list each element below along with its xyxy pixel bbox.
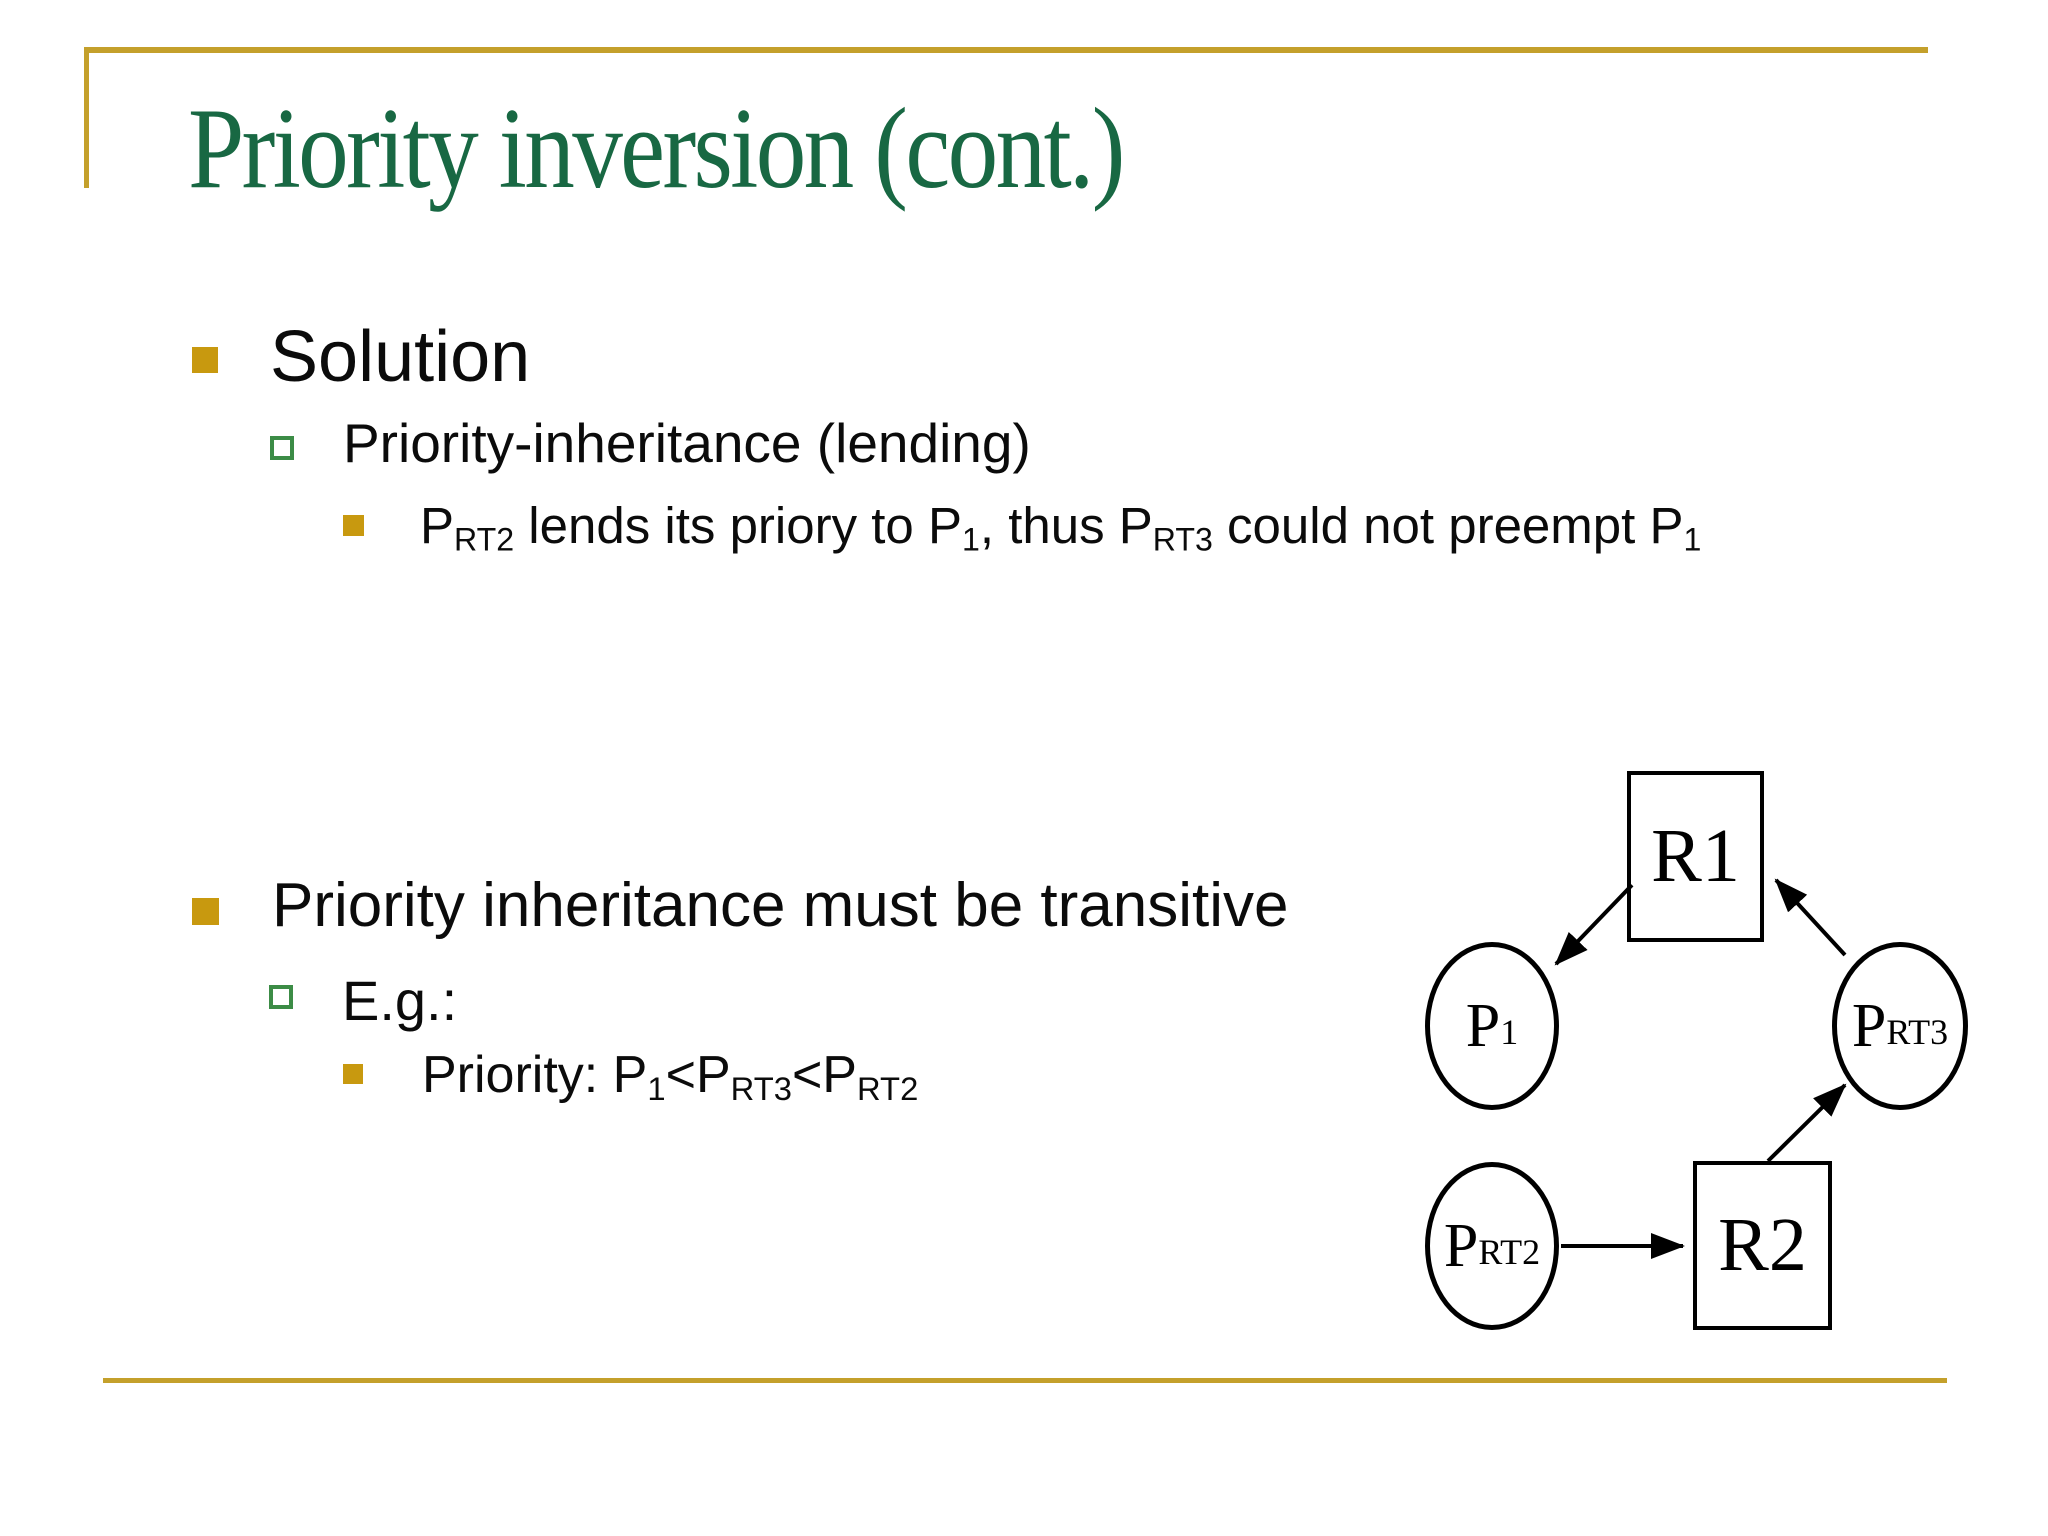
section2-detail: Priority: P1<PRT3<PRT2: [422, 1046, 919, 1107]
diagram-node-r2: R2: [1693, 1161, 1832, 1330]
node-r1-label: R1: [1651, 814, 1740, 898]
node-p1-subscript: 1: [1500, 1012, 1519, 1053]
node-p1-label: P: [1465, 991, 1501, 1060]
arrow-r2-to-prt3: [1766, 1083, 1847, 1163]
bullet-small-square-icon: [343, 1064, 363, 1084]
node-prt3-label: P: [1851, 991, 1887, 1060]
arrow-prt3-to-r1: [1774, 878, 1847, 957]
node-prt2-label: P: [1443, 1211, 1479, 1280]
top-border-line: [84, 47, 1928, 53]
diagram-node-r1: R1: [1627, 771, 1764, 942]
section1-detail: PRT2 lends its priory to P1, thus PRT3 c…: [420, 497, 1702, 558]
bullet-square-icon: [192, 347, 218, 373]
node-prt2-subscript: RT2: [1478, 1232, 1541, 1273]
section2-item: E.g.:: [342, 969, 458, 1032]
section2-heading: Priority inheritance must be transitive: [272, 871, 1289, 940]
bullet-hollow-square-icon: [270, 436, 294, 460]
left-border-line: [84, 47, 89, 188]
node-r2-label: R2: [1718, 1203, 1807, 1287]
arrow-r1-to-p1: [1554, 883, 1634, 966]
node-prt3-subscript: RT3: [1886, 1012, 1949, 1053]
bullet-small-square-icon: [343, 515, 364, 536]
bullet-square-icon: [192, 898, 219, 925]
section1-item: Priority-inheritance (lending): [343, 412, 1031, 474]
section1-heading: Solution: [270, 317, 531, 397]
bottom-border-line: [103, 1378, 1947, 1383]
bullet-hollow-square-icon: [269, 985, 293, 1009]
page-title: Priority inversion (cont.): [188, 85, 1125, 212]
